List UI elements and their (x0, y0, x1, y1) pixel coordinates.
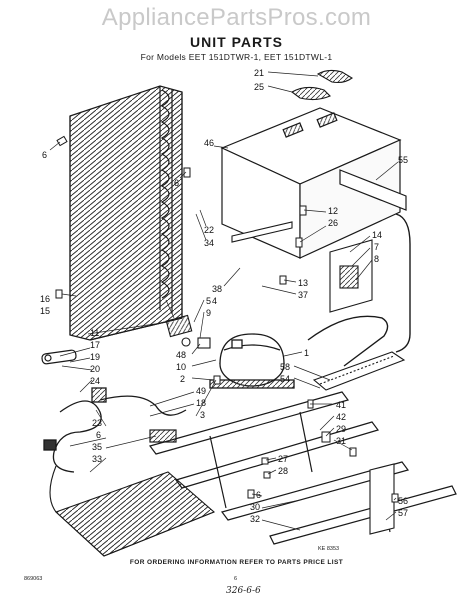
callout-10: 10 (176, 362, 186, 372)
callout-27: 27 (278, 454, 288, 464)
top-brackets (291, 69, 353, 101)
callout-29: 29 (336, 424, 346, 434)
drain-pan (312, 351, 406, 391)
thermostat (41, 349, 77, 365)
callout-28: 28 (278, 466, 288, 476)
callout-17: 17 (90, 340, 100, 350)
callout-2: 2 (180, 374, 185, 384)
callout-5: 5 (206, 296, 211, 306)
reference-code: 869063 (24, 576, 43, 582)
callout-1: 1 (304, 348, 309, 358)
condenser-tube (307, 213, 411, 367)
callout-38: 38 (212, 284, 222, 294)
callout-6: 6 (96, 430, 101, 440)
callout-34: 34 (204, 238, 214, 248)
callout-16: 16 (40, 294, 50, 304)
unit-cabinet (220, 107, 407, 259)
callout-42: 42 (336, 412, 346, 422)
callout-8: 8 (374, 254, 379, 264)
relay-overload (165, 314, 211, 349)
callout-22: 22 (204, 225, 214, 235)
callout-4: 4 (212, 296, 217, 306)
base-frame (148, 391, 457, 545)
callout-57: 57 (398, 508, 408, 518)
callout-58: 58 (280, 362, 290, 372)
callout-25: 25 (254, 82, 264, 92)
callout-11: 11 (90, 328, 99, 338)
callout-48: 48 (176, 350, 186, 360)
handwritten-note: 326-6-6 (226, 586, 261, 596)
diagram-title: UNIT PARTS (190, 34, 283, 50)
condenser-coil (49, 465, 216, 557)
callout-19: 19 (90, 352, 100, 362)
callout-26: 26 (328, 218, 338, 228)
callout-32: 32 (250, 514, 260, 524)
callout-35: 35 (92, 442, 102, 452)
evaporator-coil (69, 85, 183, 341)
callout-6: 6 (174, 178, 179, 188)
page-number: 6 (234, 576, 238, 582)
leader-lines (49, 71, 399, 531)
callout-9: 9 (206, 308, 211, 318)
callout-6: 6 (42, 150, 47, 160)
callout-3: 3 (200, 410, 205, 420)
diagram-subtitle: For Models EET 151DTWR-1, EET 151DTWL-1 (140, 52, 333, 62)
callout-15: 15 (40, 306, 50, 316)
callout-14: 14 (372, 230, 382, 240)
callout-21: 21 (254, 68, 264, 78)
compressor (209, 333, 295, 389)
watermark: AppliancePartsPros.com (101, 4, 372, 31)
ordering-info-footer: FOR ORDERING INFORMATION REFER TO PARTS … (129, 559, 344, 566)
callout-33: 33 (92, 454, 102, 464)
callout-20: 20 (90, 364, 100, 374)
callout-24: 24 (90, 376, 100, 386)
power-cord (43, 387, 187, 473)
callout-18: 18 (196, 398, 206, 408)
side-rail (369, 463, 395, 535)
callout-37: 37 (298, 290, 308, 300)
callout-54: 54 (280, 374, 290, 384)
callout-49: 49 (196, 386, 206, 396)
mounting-bracket (231, 221, 373, 313)
callout-13: 13 (298, 278, 308, 288)
callout-labels: 21 25 6 46 55 6 12 26 22 34 14 7 8 13 37… (40, 68, 408, 524)
diagram-code: KE 8353 (318, 546, 340, 552)
callout-6: 6 (256, 490, 261, 500)
callout-12: 12 (328, 206, 338, 216)
callout-46: 46 (204, 138, 214, 148)
callout-23: 23 (92, 418, 102, 428)
callout-7: 7 (374, 242, 379, 252)
callout-30: 30 (250, 502, 260, 512)
callout-41: 41 (336, 400, 346, 410)
callout-56: 56 (398, 496, 408, 506)
callout-55: 55 (398, 155, 408, 165)
callout-31: 31 (336, 436, 346, 446)
